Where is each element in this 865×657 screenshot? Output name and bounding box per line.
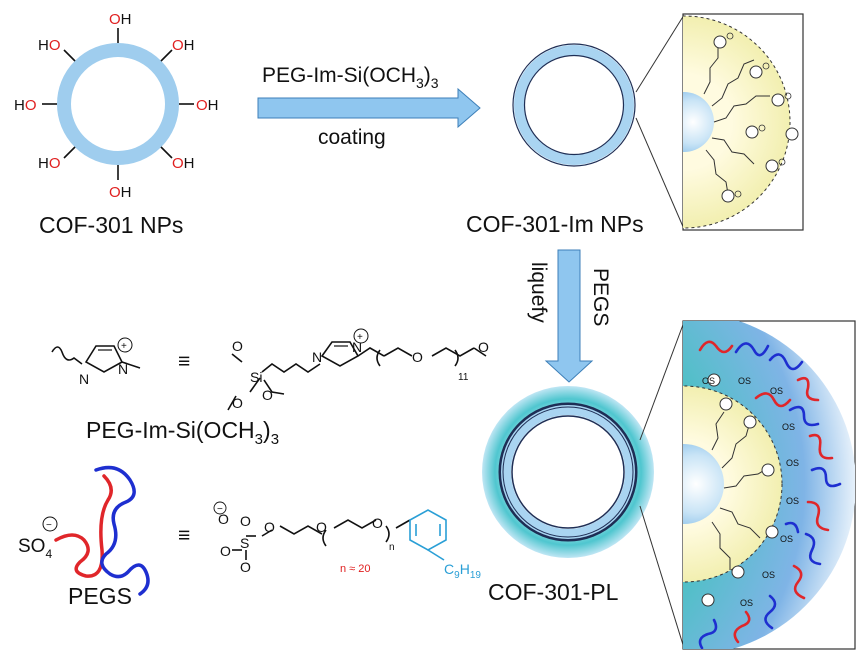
struct-o-methoxy-3: O bbox=[262, 387, 273, 403]
coating-arrow bbox=[257, 87, 481, 129]
sulf-o-minus: O bbox=[218, 511, 229, 527]
os-tag-3: OS bbox=[770, 386, 783, 396]
peg-o-1: O bbox=[316, 519, 327, 535]
sulf-s: S bbox=[240, 535, 249, 551]
oh-label-top: OH bbox=[109, 11, 132, 28]
sulf-o-bottom: O bbox=[240, 559, 251, 575]
cof301-im-ring-fill bbox=[514, 45, 634, 165]
cof301-ring bbox=[57, 43, 179, 165]
coating-label: coating bbox=[318, 126, 386, 149]
zoom-line-bottom-2 bbox=[639, 505, 685, 649]
so4-label: SO4 bbox=[18, 536, 52, 561]
os-tag-7: OS bbox=[780, 534, 793, 544]
legend-equiv-2: ≡ bbox=[178, 524, 190, 547]
ho-label-left: HO bbox=[14, 97, 37, 114]
ho-label-top-left: HO bbox=[38, 37, 61, 54]
oh-label-bottom-right: OH bbox=[172, 155, 195, 172]
cof301-im-nps-label: COF-301-Im NPs bbox=[466, 211, 644, 237]
cof301-pl-label: COF-301-PL bbox=[488, 579, 619, 605]
cof301-pl-group bbox=[482, 386, 654, 558]
cof301-np-group: OH OH OH OH OH HO HO HO bbox=[14, 11, 219, 201]
legend-n-right: N bbox=[118, 361, 128, 377]
ho-label-bottom-left: HO bbox=[38, 155, 61, 172]
zoom-line-top-2 bbox=[635, 117, 685, 230]
os-tag-2: OS bbox=[738, 376, 751, 386]
legend-plus-1: + bbox=[121, 341, 127, 352]
peg-o-2: O bbox=[372, 515, 383, 531]
im-zoom-box bbox=[682, 13, 804, 231]
zoom-line-top-1 bbox=[635, 14, 685, 93]
struct-o-methoxy-2: O bbox=[232, 395, 243, 411]
sulf-o-ester: O bbox=[264, 519, 275, 535]
struct-si: Si bbox=[250, 369, 262, 385]
sulf-o-left: O bbox=[220, 543, 231, 559]
oh-label-top-right: OH bbox=[172, 37, 195, 54]
oh-label-right: OH bbox=[196, 97, 219, 114]
os-tag-4: OS bbox=[782, 422, 795, 432]
c9h19-label: C9H19 bbox=[444, 561, 481, 581]
peg-n-sub: n bbox=[389, 542, 395, 553]
so4-minus: − bbox=[46, 520, 52, 531]
struct-o-methoxy-1: O bbox=[232, 338, 243, 354]
struct-n-1: N bbox=[312, 349, 322, 365]
hydroxyl-spokes bbox=[42, 28, 194, 180]
struct-n-2: N bbox=[352, 339, 362, 355]
os-tag-8: OS bbox=[762, 570, 775, 580]
oh-label-bottom: OH bbox=[109, 184, 132, 201]
cof301-im-ring bbox=[512, 43, 636, 167]
struct-eleven: 11 bbox=[458, 372, 469, 383]
pegs-legend-label: PEGS bbox=[68, 583, 132, 609]
peg-im-legend: N N + ≡ O Si O O N N + O 11 O bbox=[51, 328, 489, 411]
os-tag-9: OS bbox=[740, 598, 753, 608]
pl-zoom-box: OS OS OS OS OS OS OS OS OS bbox=[682, 320, 856, 650]
os-tag-6: OS bbox=[786, 496, 799, 506]
struct-o-end: O bbox=[478, 339, 489, 355]
pegs-arrow-label: PEGS bbox=[589, 268, 612, 326]
os-tag-1: OS bbox=[702, 376, 715, 386]
legend-equiv-1: ≡ bbox=[178, 350, 190, 373]
pegs-legend: SO4 − ≡ O − S O O O O O O bbox=[18, 465, 481, 596]
liquefy-arrow bbox=[544, 249, 594, 383]
liquefy-label: liquefy bbox=[527, 262, 550, 323]
zoom-line-bottom-1 bbox=[639, 321, 685, 441]
struct-o-peg: O bbox=[412, 349, 423, 365]
sulf-minus: − bbox=[217, 504, 223, 515]
reagent-label-top: PEG-Im-Si(OCH3)3 bbox=[262, 64, 439, 91]
cof301-im-ring-inner bbox=[523, 54, 625, 156]
legend-n-left: N bbox=[79, 371, 89, 387]
legend-plus-2: + bbox=[357, 332, 363, 343]
cof301-nps-label: COF-301 NPs bbox=[39, 212, 183, 238]
peg-im-legend-label: PEG-Im-Si(OCH3)3 bbox=[86, 417, 279, 448]
n-approx-label: n ≈ 20 bbox=[340, 563, 371, 575]
os-tag-5: OS bbox=[786, 458, 799, 468]
sulf-o-top: O bbox=[240, 513, 251, 529]
